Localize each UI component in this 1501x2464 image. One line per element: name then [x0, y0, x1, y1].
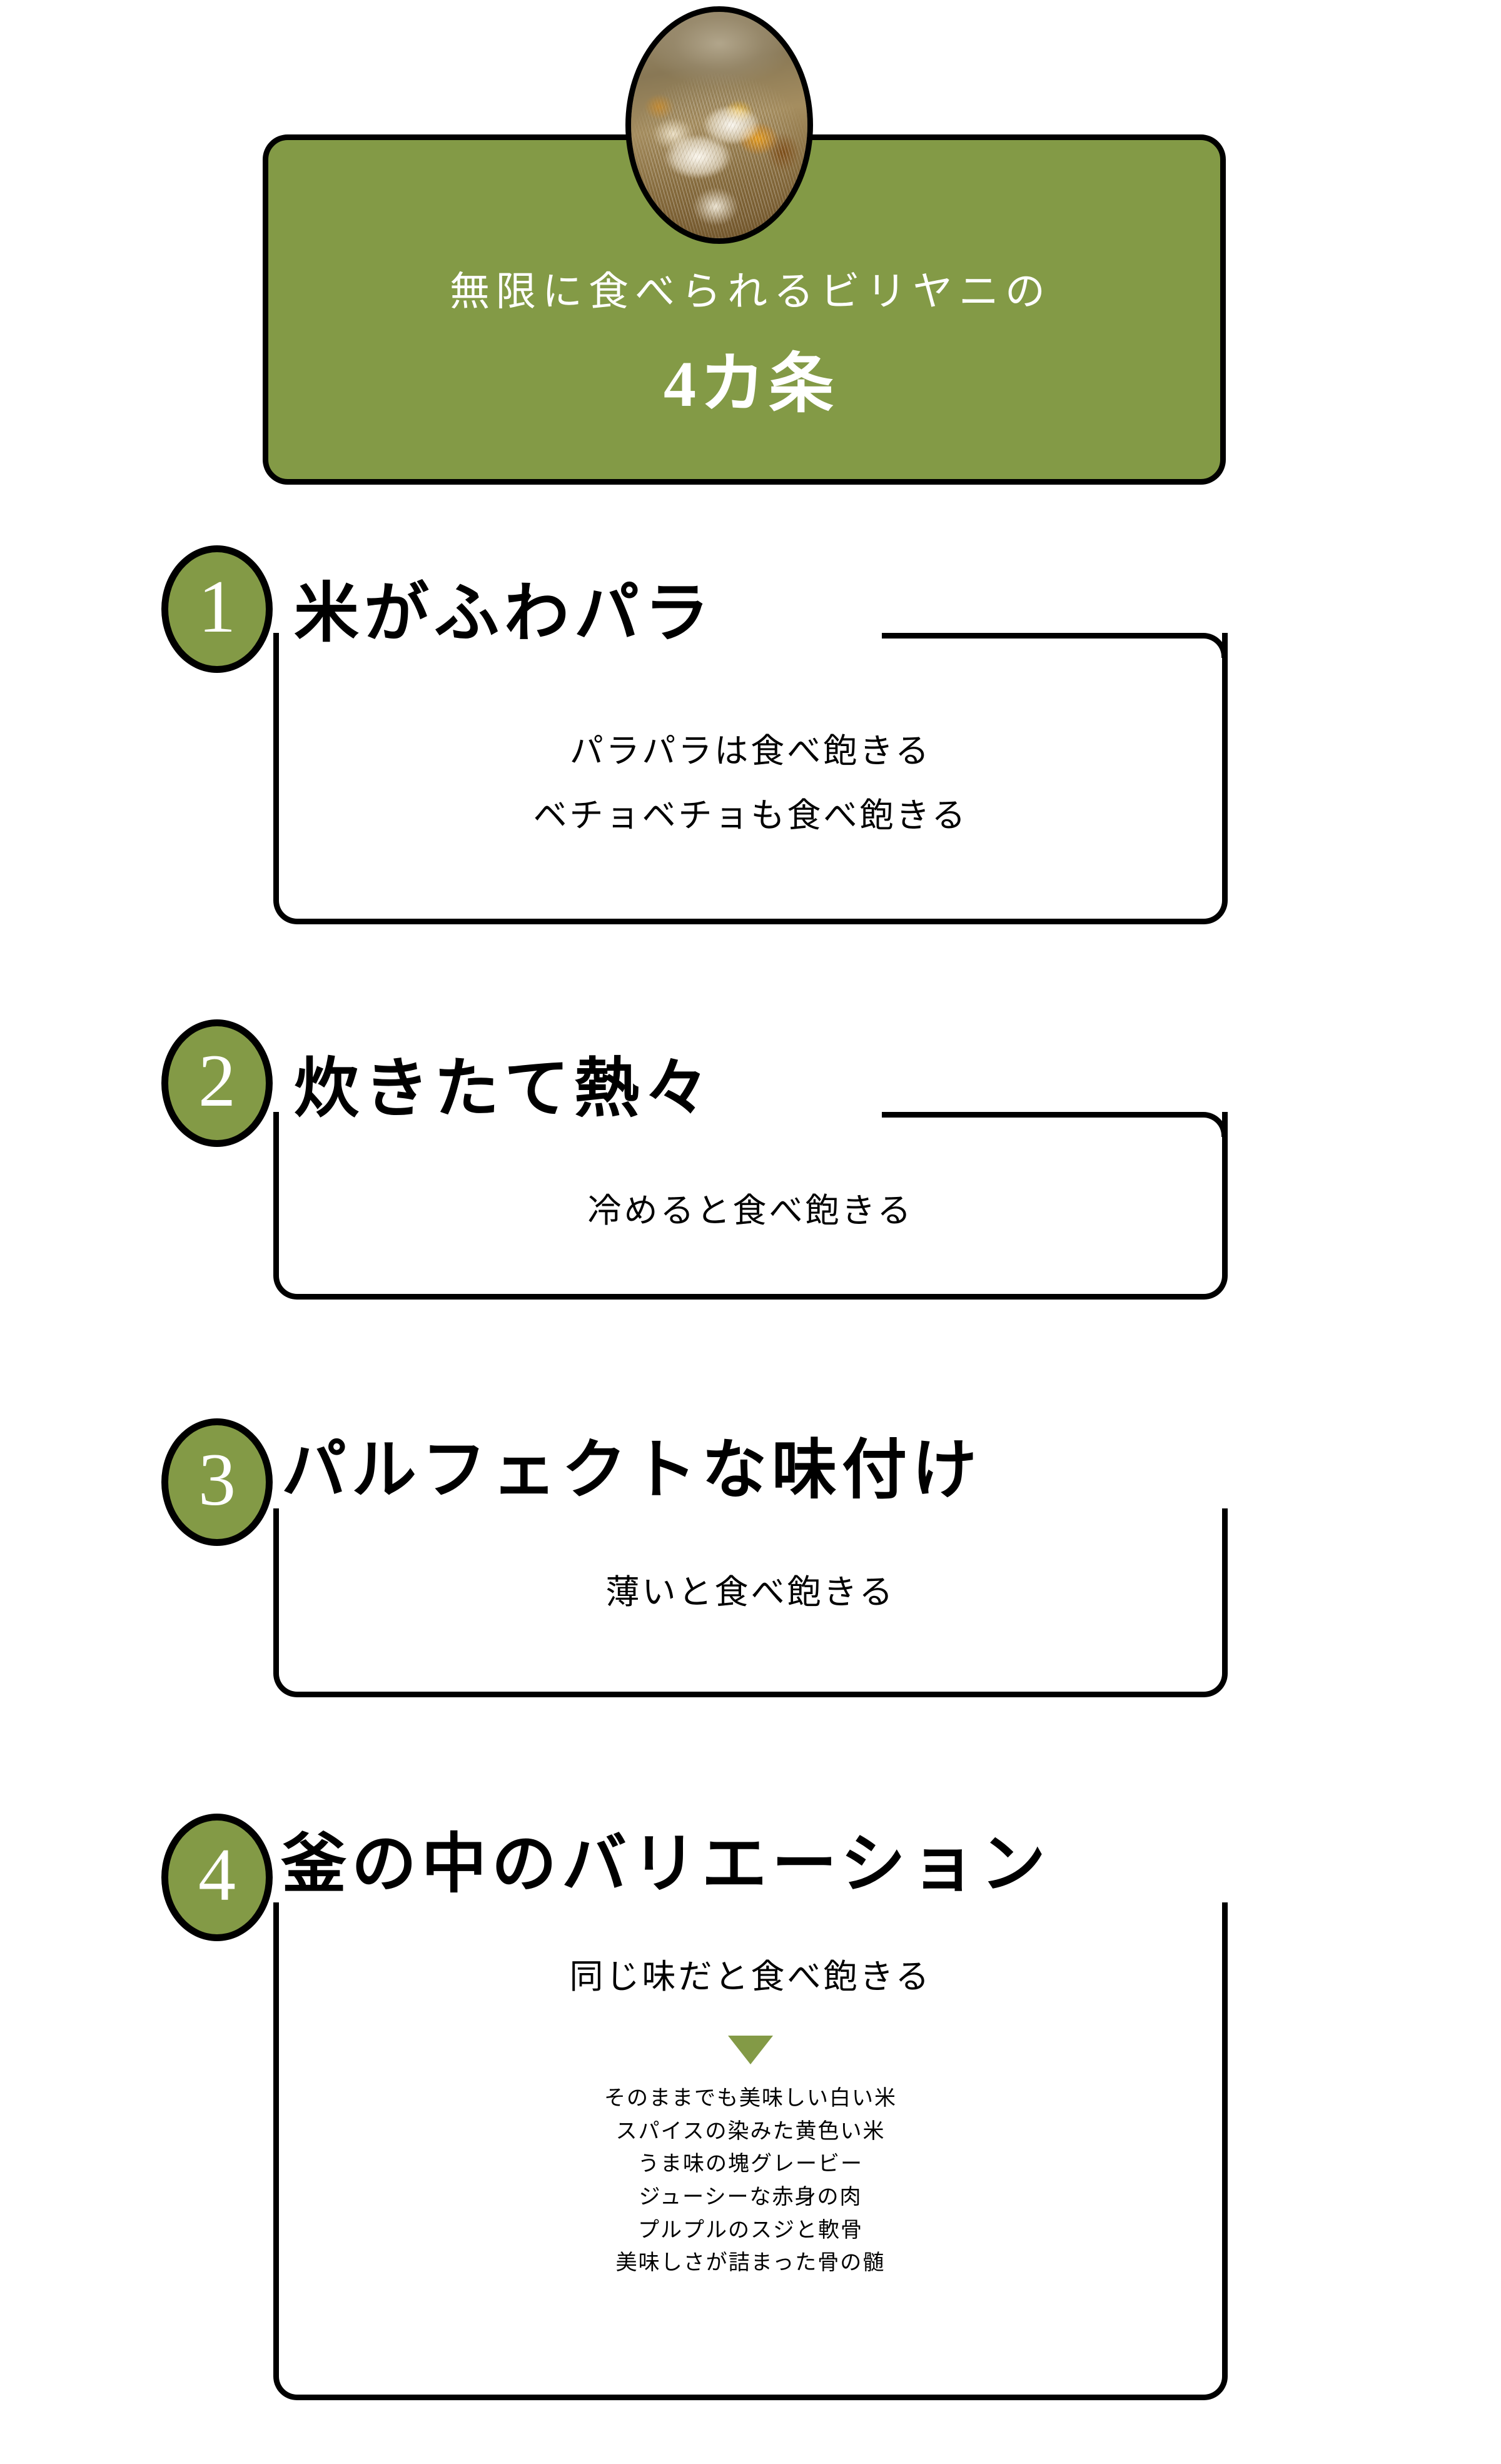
section-2-corner [1202, 1112, 1227, 1137]
section-1-corner [1202, 633, 1227, 658]
variation-item-3: うま味の塊グレービー [638, 2153, 863, 2176]
biryani-pot-photo [625, 6, 813, 244]
variation-item-5: プルプルのスジと軟骨 [638, 2218, 863, 2242]
section-3-number-badge: 3 [161, 1418, 273, 1546]
section-4-variation-list: そのままでも美味しい白い米 スパイスの染みた黄色い米 うま味の塊グレービー ジュ… [273, 2083, 1228, 2280]
section-1-box [273, 633, 1228, 924]
section-2-number: 2 [198, 1039, 236, 1122]
section-3-body: 薄いと食べ飽きる [273, 1560, 1228, 1625]
variation-item-2: スパイスの染みた黄色い米 [615, 2119, 886, 2143]
section-4-number: 4 [198, 1833, 236, 1916]
section-2-number-badge: 2 [161, 1019, 273, 1147]
section-4-box [273, 1902, 1228, 2400]
section-1-body-line-2: ベチョベチョも食べ飽きる [533, 796, 968, 834]
header-title: 4カ条 [663, 348, 837, 420]
section-1-connector [882, 633, 1202, 639]
section-3-number: 3 [198, 1438, 236, 1521]
variation-item-6: 美味しさが詰まった骨の髄 [615, 2251, 886, 2275]
variation-item-1: そのままでも美味しい白い米 [604, 2087, 897, 2110]
section-2-body-line-1: 冷めると食べ飽きる [587, 1192, 914, 1229]
section-1-number: 1 [198, 565, 236, 648]
section-3-title: パルフェクトな味付け [281, 1435, 983, 1507]
section-2-box [273, 1112, 1228, 1300]
section-4-body-line-1: 同じ味だと食べ飽きる [569, 1958, 932, 1996]
photo-canvas [631, 12, 807, 238]
section-1-body-line-1: パラパラは食べ飽きる [569, 732, 932, 770]
section-2-body: 冷めると食べ飽きる [273, 1179, 1228, 1243]
section-4-title: 釜の中のバリエーション [281, 1829, 1051, 1901]
section-4-body: 同じ味だと食べ飽きる [273, 1945, 1228, 2009]
section-1-number-badge: 1 [161, 545, 273, 673]
section-1-body: パラパラは食べ飽きる ベチョベチョも食べ飽きる [273, 719, 1228, 847]
header: 無限に食べられるビリヤニの 4カ条 [0, 0, 1501, 500]
section-2-connector [882, 1112, 1202, 1118]
section-3-box [273, 1508, 1228, 1697]
header-subtitle: 無限に食べられるビリヤニの [450, 270, 1051, 314]
section-1-title: 米がふわパラ [294, 578, 715, 650]
section-3-body-line-1: 薄いと食べ飽きる [605, 1573, 896, 1611]
photo-rice-texture [631, 12, 807, 238]
variation-item-4: ジューシーな赤身の肉 [639, 2186, 862, 2209]
section-4-number-badge: 4 [161, 1814, 273, 1941]
arrow-down-icon [728, 2036, 773, 2064]
section-2-title: 炊きたて熱々 [294, 1053, 715, 1125]
